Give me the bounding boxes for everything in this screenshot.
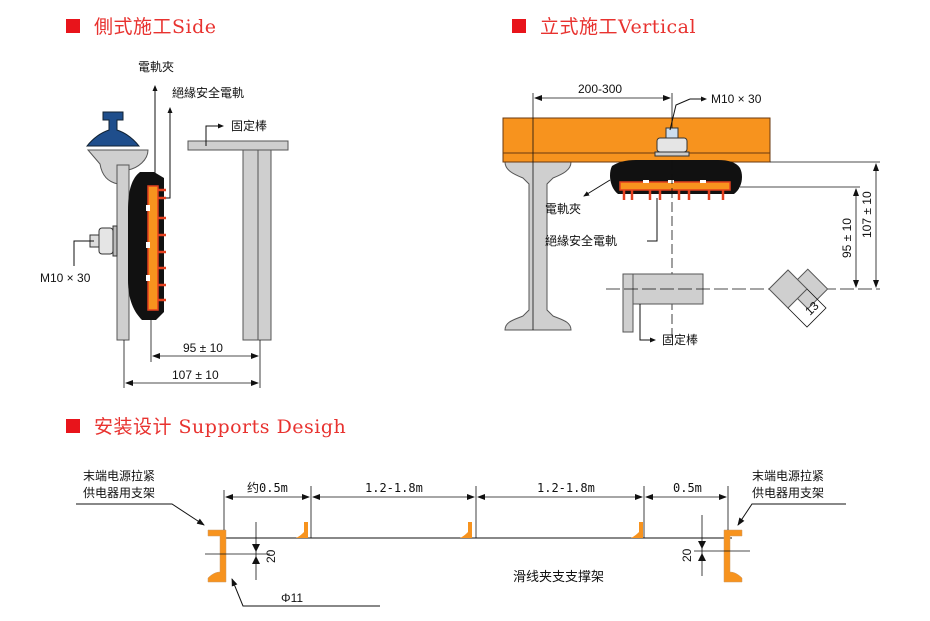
side-bolt-nut <box>98 227 114 255</box>
vertical-drawing: M10 × 30 200-300 電軌夾 絕緣安全電軌 <box>502 82 880 347</box>
left-end-label-line2: 供电器用支架 <box>83 486 155 500</box>
vertical-bolt-thread <box>665 127 679 139</box>
supports-drawing: 约0.5m 1.2-1.8m 1.2-1.8m 0.5m 20 20 末端电源拉… <box>76 468 846 607</box>
vertical-rail-label: 絕緣安全電軌 <box>545 233 617 248</box>
vertical-dim-span: 200-300 <box>578 82 622 96</box>
side-fixed-rod-vertical <box>242 149 272 341</box>
side-bolt-label: M10 × 30 <box>40 271 91 285</box>
vertical-i-beam <box>504 161 572 331</box>
right-offset-label: 20 <box>680 548 694 562</box>
title-bullet-icon <box>66 418 80 433</box>
vertical-section-square <box>787 268 829 310</box>
side-section-title: 側式施工Side <box>66 12 217 39</box>
vertical-fixed-rod-leg <box>622 273 634 333</box>
vertical-rod-label: 固定棒 <box>662 332 698 347</box>
left-end-bracket <box>207 529 227 583</box>
right-end-label-line1: 末端电源拉紧 <box>752 468 824 483</box>
spacing-mid1-label: 1.2-1.8m <box>365 481 423 495</box>
supports-title-text: 安装设计 Supports Desigh <box>94 416 347 438</box>
vertical-section-title: 立式施工Vertical <box>512 12 696 39</box>
side-steel-web <box>116 164 130 341</box>
left-offset-label: 20 <box>264 549 278 563</box>
right-end-bracket <box>723 529 743 583</box>
side-title-text: 側式施工Side <box>94 16 217 38</box>
support-clip <box>460 522 472 538</box>
spacing-first-label: 约0.5m <box>247 480 288 495</box>
support-frame-label: 滑线夹支支撑架 <box>513 570 604 585</box>
vertical-orange-beam <box>502 117 771 163</box>
support-clip <box>296 522 308 538</box>
vertical-bolt-label: M10 × 30 <box>711 92 762 106</box>
title-bullet-icon <box>66 18 80 33</box>
spacing-mid2-label: 1.2-1.8m <box>537 481 595 495</box>
vertical-clamp-label: 電軌夾 <box>545 201 581 216</box>
title-bullet-icon <box>512 18 526 33</box>
vertical-bolt-nut <box>656 137 688 153</box>
right-end-label-line2: 供电器用支架 <box>752 486 824 500</box>
side-rail-label: 絕緣安全電軌 <box>172 85 244 100</box>
spacing-last-label: 0.5m <box>673 481 702 495</box>
side-rod-label: 固定棒 <box>231 118 267 133</box>
rail-head <box>85 111 141 147</box>
side-clamp-label: 電軌夾 <box>138 59 174 74</box>
side-dim-95: 95 ± 10 <box>183 341 223 355</box>
side-drawing: M10 × 30 電軌夾 絕緣安全電軌 固定棒 95 ± 10 107 ± 10 <box>40 59 289 388</box>
vertical-dim-95: 95 ± 10 <box>840 218 854 258</box>
hole-diameter-label: Φ11 <box>281 591 303 605</box>
left-end-label-line1: 末端电源拉紧 <box>83 468 155 483</box>
vertical-title-text: 立式施工Vertical <box>540 16 697 38</box>
side-dim-107: 107 ± 10 <box>172 368 219 382</box>
vertical-dim-107: 107 ± 10 <box>860 191 874 238</box>
support-clip <box>631 522 643 538</box>
supports-section-title: 安装设计 Supports Desigh <box>66 412 346 439</box>
side-fixed-rod-top <box>187 140 289 151</box>
